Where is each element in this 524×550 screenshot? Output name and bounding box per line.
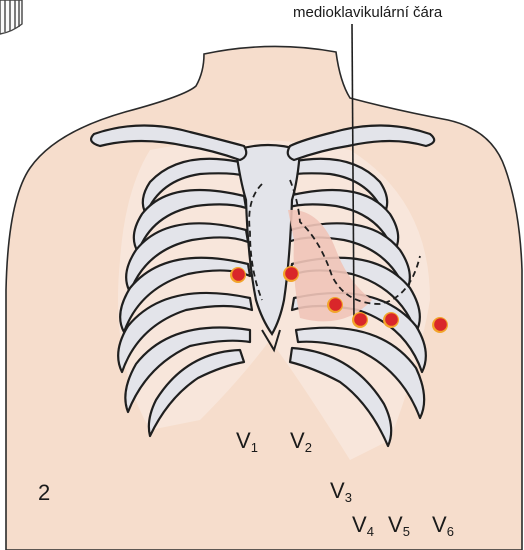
lead-label-v1: V1: [236, 428, 258, 455]
book-edge-decoration: [0, 0, 22, 34]
figure-number: 2: [38, 480, 50, 506]
lead-label-v4: V4: [352, 512, 374, 539]
lead-label-v2: V2: [290, 428, 312, 455]
lead-label-v3: V3: [330, 478, 352, 505]
midclavicular-line-label: medioklavikulární čára: [293, 4, 442, 21]
lead-label-v6: V6: [432, 512, 454, 539]
lead-label-v5: V5: [388, 512, 410, 539]
electrode-v5: [385, 313, 398, 326]
electrode-v6: [434, 318, 447, 331]
electrode-v4: [354, 313, 367, 326]
electrode-v1: [232, 268, 245, 281]
electrode-v3: [329, 298, 342, 311]
electrode-v2: [285, 267, 298, 280]
